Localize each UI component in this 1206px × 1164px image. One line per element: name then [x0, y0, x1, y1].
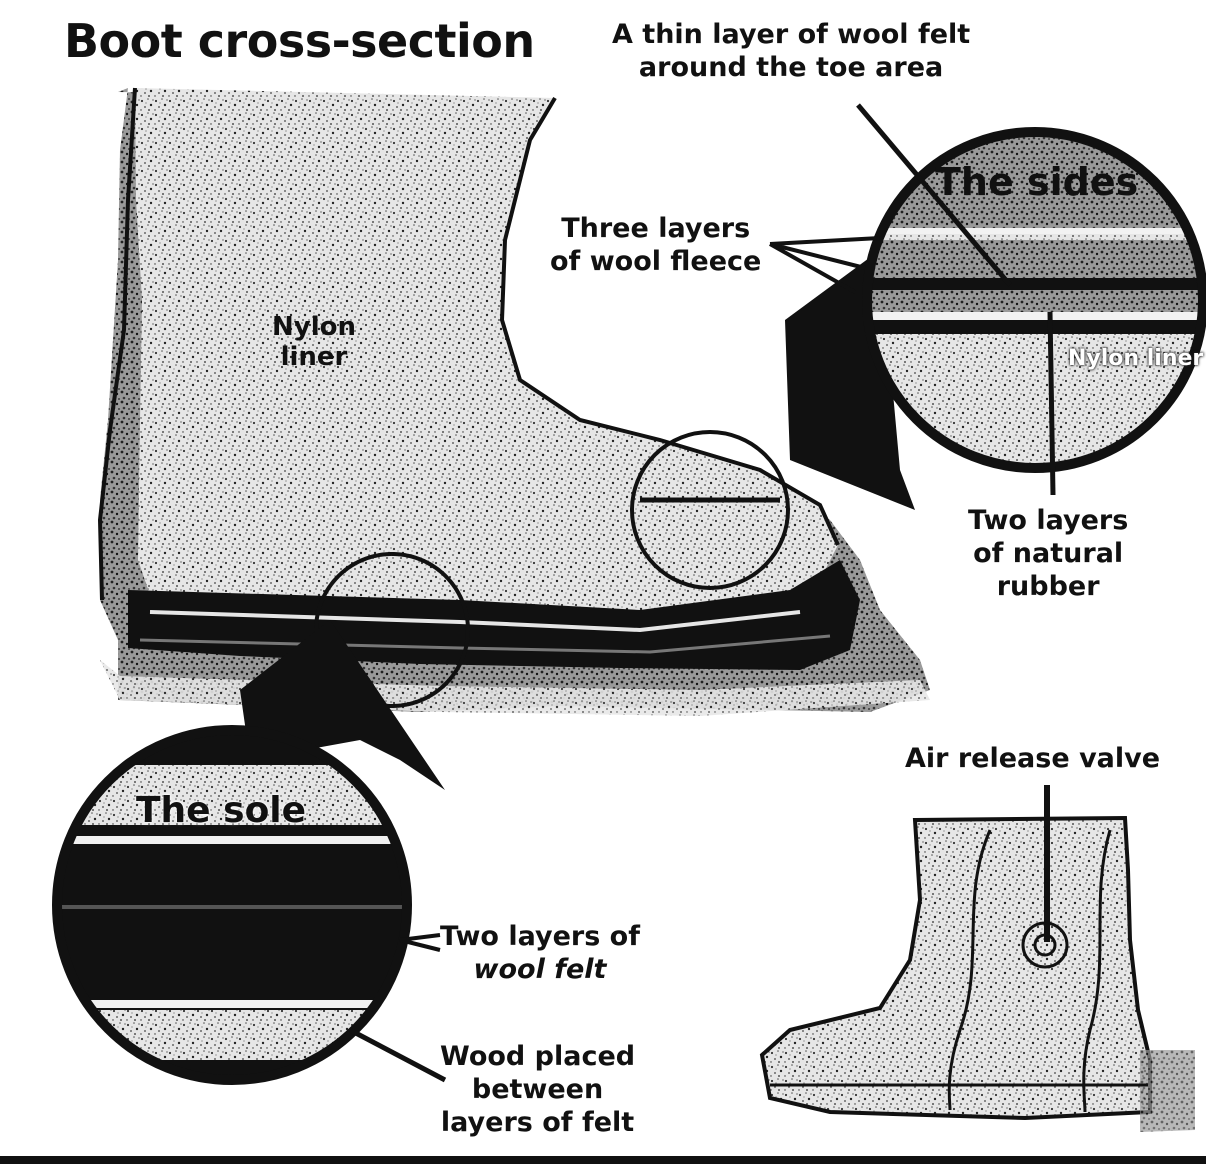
sides-nylon-liner-label: Nylon liner: [1068, 345, 1203, 373]
diagram-title: Boot cross-section: [64, 14, 535, 68]
wool-felt-label: Two layers of wool felt: [440, 920, 640, 986]
nylon-liner-label: Nylon liner: [272, 312, 356, 372]
sole-inset-title: The sole: [136, 790, 306, 831]
natural-rubber-label: Two layers of natural rubber: [968, 504, 1128, 603]
sides-inset-title: The sides: [935, 160, 1138, 204]
small-boot: [762, 785, 1195, 1132]
air-release-valve-label: Air release valve: [905, 742, 1160, 775]
wool-fleece-label: Three layers of wool fleece: [550, 212, 761, 278]
wood-label: Wood placed between layers of felt: [440, 1040, 635, 1139]
boot-liner: [135, 88, 838, 615]
bottom-rule: [0, 1156, 1206, 1164]
toe-felt-label: A thin layer of wool felt around the toe…: [612, 18, 970, 84]
